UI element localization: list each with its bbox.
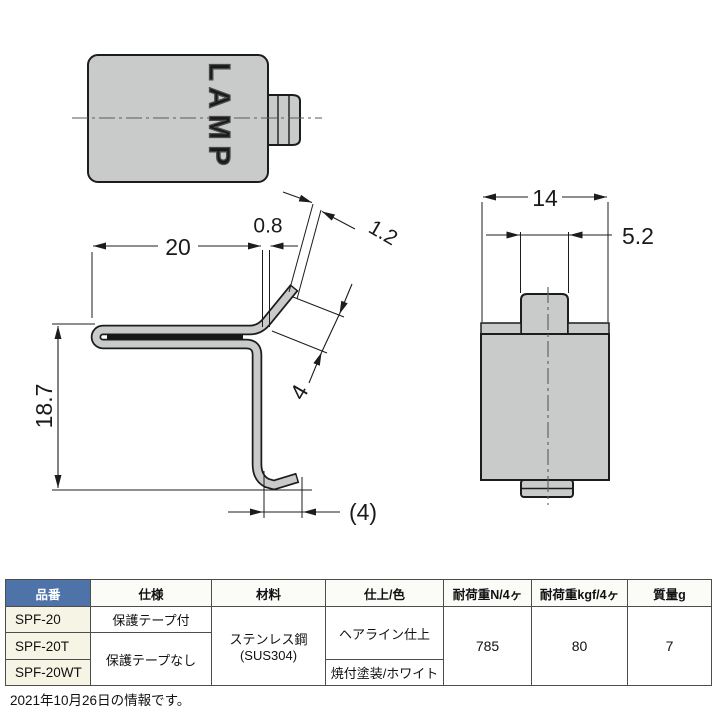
table-row: SPF-20WT 焼付塗装/ホワイト <box>5 659 712 686</box>
header-mass: 質量g <box>627 579 712 607</box>
dim-hook-depth: (4) <box>349 499 377 525</box>
profile-fill <box>92 285 299 489</box>
dim-arm-length: 20 <box>165 234 191 260</box>
spec-table-header-row: 品番 仕様 材料 仕上/色 耐荷重N/4ヶ 耐荷重kgf/4ヶ 質量g <box>5 579 712 607</box>
finish-painted: 焼付塗装/ホワイト <box>325 659 444 686</box>
spec-with-tape: 保護テープ付 <box>90 606 212 633</box>
date-note: 2021年10月26日の情報です。 <box>10 693 191 708</box>
front-view-body <box>480 333 610 481</box>
dim-flap-length: 4 <box>285 380 314 404</box>
part-number-spf20t: SPF-20T <box>5 632 91 660</box>
dim-height: 18.7 <box>31 384 57 429</box>
material-cell: ステンレス鋼 (SUS304) <box>211 606 326 686</box>
mass-value: 7 <box>627 606 712 686</box>
header-part-number: 品番 <box>5 579 91 607</box>
lamp-logo: LAMP <box>203 63 236 172</box>
load-n-value: 785 <box>443 606 532 686</box>
technical-drawing: LAMP 20 0.8 1.2 4 <box>31 54 654 525</box>
top-view-tab <box>265 94 301 146</box>
part-number-spf20: SPF-20 <box>5 606 91 633</box>
spec-table: 品番 仕様 材料 仕上/色 耐荷重N/4ヶ 耐荷重kgf/4ヶ 質量g SPF-… <box>5 579 712 686</box>
dim-tab-width: 5.2 <box>622 223 654 249</box>
header-finish-color: 仕上/色 <box>325 579 444 607</box>
part-number-spf20wt: SPF-20WT <box>5 659 91 686</box>
header-load-n: 耐荷重N/4ヶ <box>443 579 532 607</box>
front-view-drawing: 14 5.2 <box>480 185 654 505</box>
finish-hairline: ヘアライン仕上 <box>325 606 444 660</box>
material-name: ステンレス鋼 <box>229 632 308 647</box>
top-view-drawing: LAMP <box>72 54 322 183</box>
front-view-top-tab <box>520 293 569 335</box>
dim-flap-thickness: 1.2 <box>365 216 402 251</box>
material-grade: (SUS304) <box>239 648 298 663</box>
table-row: SPF-20 保護テープ付 ステンレス鋼 (SUS304) ヘアライン仕上 78… <box>5 606 712 686</box>
load-kgf-value: 80 <box>531 606 628 686</box>
dim-thickness: 0.8 <box>253 215 282 238</box>
dim-body-width: 14 <box>532 185 558 211</box>
header-material: 材料 <box>211 579 326 607</box>
header-load-kgf: 耐荷重kgf/4ヶ <box>531 579 628 607</box>
table-row: SPF-20T 保護テープなし <box>5 632 712 686</box>
spec-without-tape: 保護テープなし <box>90 632 212 686</box>
header-spec: 仕様 <box>90 579 212 607</box>
side-view-drawing: 20 0.8 1.2 4 18.7 (4) <box>31 191 402 525</box>
